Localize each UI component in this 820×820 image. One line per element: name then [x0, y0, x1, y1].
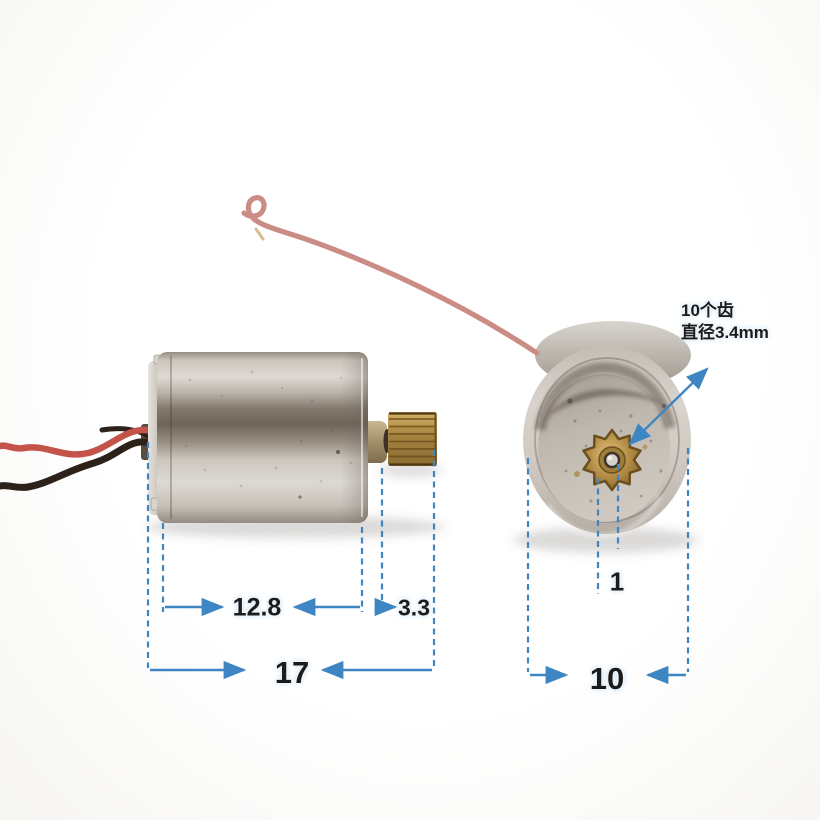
left-motor-black-wire	[0, 438, 154, 491]
body-texture-speckles	[184, 370, 353, 499]
gear-note: 10个齿 直径3.4mm	[681, 300, 769, 344]
dimension-annotations	[146, 367, 709, 685]
left-motor-gear-side	[388, 412, 437, 466]
left-motor-bearing-boss	[368, 421, 387, 463]
right-motor-gear-front	[574, 428, 648, 492]
gear-note-line2: 直径3.4mm	[681, 323, 769, 342]
gear-note-arrow	[628, 367, 709, 446]
right-motor-red-wire	[241, 195, 540, 356]
left-motor-red-wire	[0, 426, 156, 458]
wire-bare-tip	[254, 227, 265, 241]
dimension-label-gear-length: 3.3	[398, 594, 430, 621]
dimension-label-total-length: 17	[274, 655, 310, 690]
left-motor-body	[157, 352, 368, 523]
dimension-label-body-length: 12.8	[232, 593, 282, 622]
dimension-label-body-diameter: 10	[589, 661, 625, 696]
left-motor-black-wire-strand	[99, 426, 151, 439]
left-motor-photo	[0, 352, 437, 523]
dimension-label-shaft-diameter: 1	[609, 566, 625, 597]
gear-note-line1: 10个齿	[681, 301, 734, 320]
